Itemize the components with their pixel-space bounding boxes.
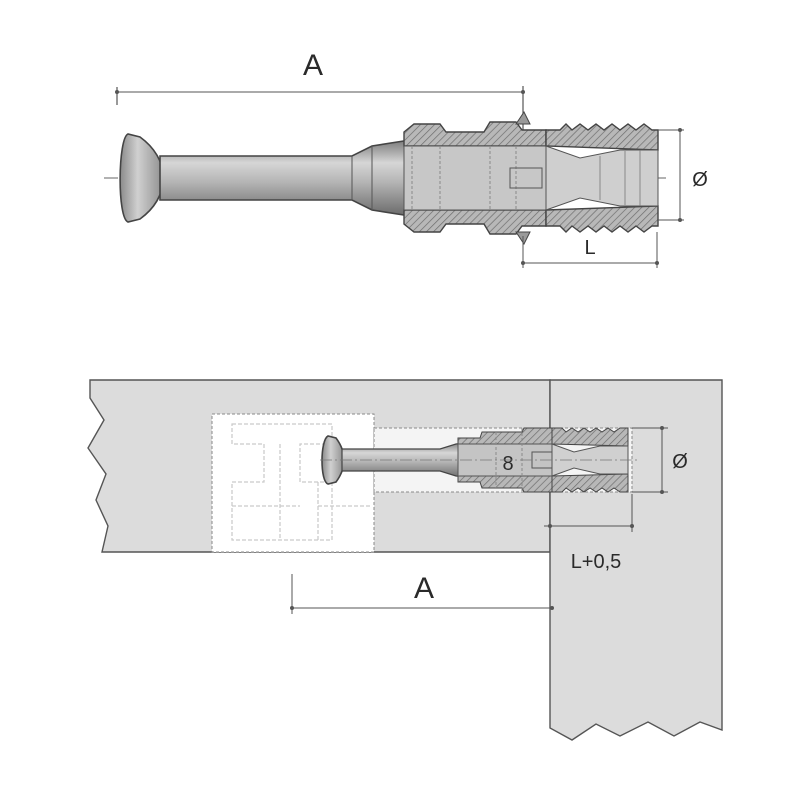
bottom-inner-label: 8 — [502, 453, 513, 475]
top-dimension-a-label: A — [303, 49, 323, 82]
bottom-sleeve: 8 — [457, 427, 629, 493]
bottom-dimension-depth-label: L+0,5 — [571, 551, 622, 573]
top-dimension-l-label: L — [584, 237, 595, 259]
bottom-dimension-diameter-label: Ø — [672, 451, 688, 473]
bottom-dimension-diameter: Ø — [632, 426, 688, 494]
bottom-dimension-a: A — [290, 572, 554, 614]
top-dimension-a: A — [115, 49, 525, 130]
cam-recess — [211, 413, 375, 553]
top-dimension-diameter: Ø — [658, 128, 708, 222]
top-sleeve-section — [403, 111, 547, 245]
bottom-installation-view: 8 Ø L+0,5 — [87, 379, 723, 741]
top-threaded-sleeve — [545, 123, 659, 233]
bottom-dimension-depth: L+0,5 — [544, 494, 634, 573]
top-connector-view: A — [104, 49, 708, 268]
top-dimension-l: L — [521, 232, 659, 268]
bottom-dimension-a-label: A — [414, 572, 434, 605]
top-dimension-diameter-label: Ø — [692, 169, 708, 191]
top-bolt-head — [119, 133, 165, 223]
